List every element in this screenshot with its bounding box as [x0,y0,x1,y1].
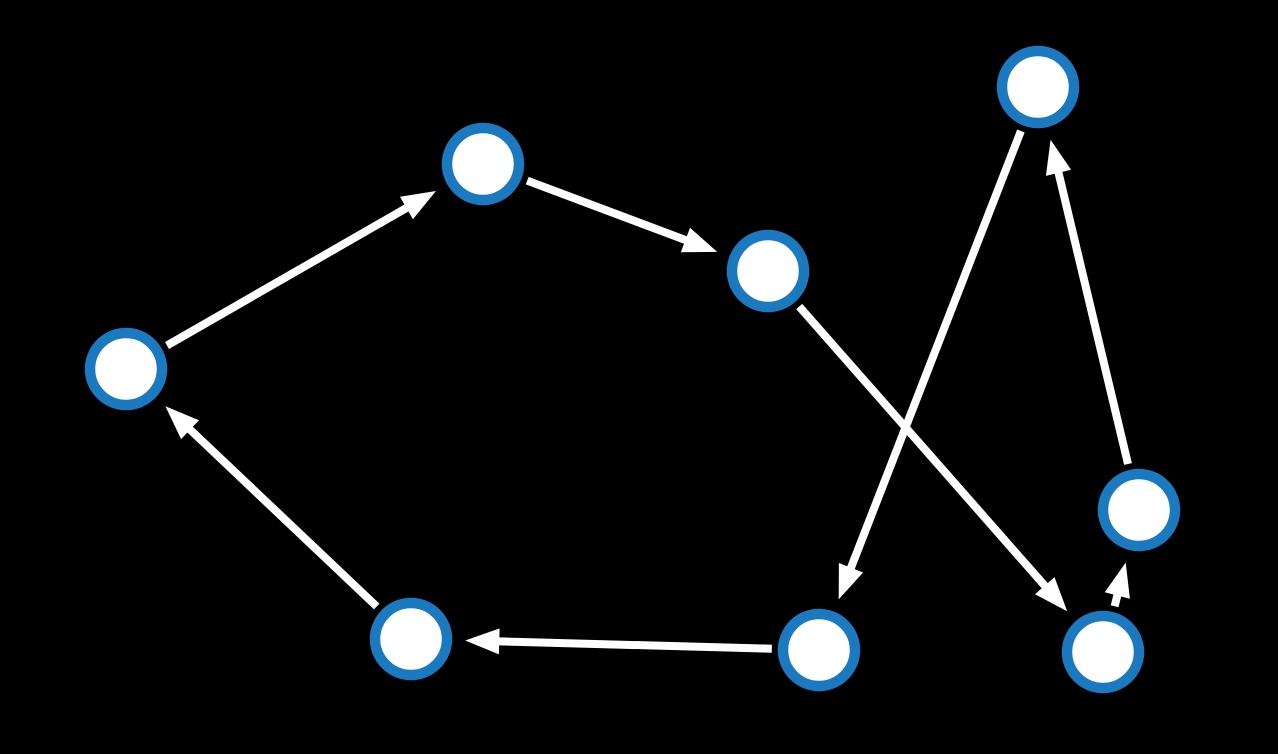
edge-shaft [1053,167,1132,465]
edge-shaft [845,129,1025,573]
graph-node-right [1097,468,1181,552]
graph-node-bottom-middle [777,608,861,692]
arrowhead-icon [165,406,199,440]
graph-node-bottom-right [1061,610,1145,694]
edge-shaft [495,637,772,653]
edge-shaft [184,423,380,610]
graph-node-left [84,327,168,411]
graph-node-center [726,229,810,313]
edge-left-to-upper-left [165,191,436,349]
edge-shaft [796,303,1051,592]
arrowhead-icon [400,191,436,220]
edge-bottom-middle-to-bottom-left [465,628,772,655]
edge-top-right-to-bottom-middle [838,129,1025,600]
arrowhead-icon [838,563,864,600]
edge-upper-left-to-center [525,176,718,253]
edge-right-to-top-right [1045,139,1132,465]
arrowhead-icon [1035,577,1068,612]
edge-bottom-right-to-right [1104,562,1130,608]
arrowhead-icon [465,628,500,655]
arrowhead-icon [1045,139,1072,176]
edge-shaft [165,202,412,349]
graph-node-bottom-left [369,597,453,681]
graph-node-upper-left [441,122,525,206]
arrowhead-icon [1104,562,1130,599]
edge-center-to-bottom-right [796,303,1068,612]
graph-node-top-right [996,45,1080,129]
edge-shaft [525,176,691,246]
arrowhead-icon [680,227,718,253]
edge-bottom-left-to-left [165,406,380,610]
